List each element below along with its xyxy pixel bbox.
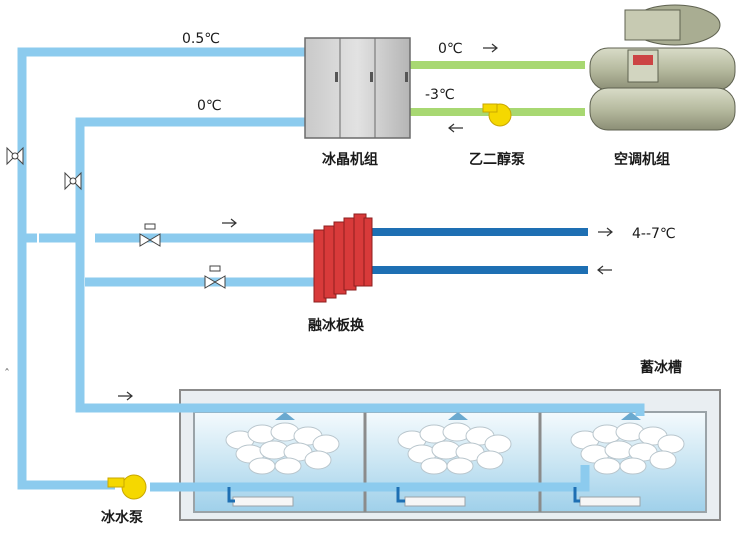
svg-text:ˆ: ˆ <box>4 367 10 381</box>
ice-ball-cluster-1 <box>225 422 340 475</box>
temp-to-ac: 0℃ <box>438 41 463 57</box>
temp-return-top: 0.5℃ <box>182 31 220 47</box>
glycol-pump-icon <box>482 103 512 127</box>
valve-icon <box>204 265 226 289</box>
flow-arrows <box>118 43 613 401</box>
arrow-right-icon <box>483 43 498 53</box>
arrow-right-icon <box>118 391 133 401</box>
ice-crystal-unit-label: 冰晶机组 <box>322 152 378 168</box>
temp-supply: 4--7℃ <box>632 226 676 242</box>
ice-tank-label: 蓄冰槽 <box>640 360 682 376</box>
ac-chiller-unit <box>589 4 736 131</box>
ice-water-pump-icon <box>107 474 147 500</box>
plate-heat-exchanger <box>313 213 373 303</box>
ac-unit-label: 空调机组 <box>614 152 670 168</box>
chilled-supply-piping <box>372 228 588 274</box>
ice-ball-cluster-3 <box>570 422 685 475</box>
temp-from-ac: -3℃ <box>425 87 455 103</box>
valve-icon <box>64 171 82 191</box>
ice-water-piping <box>17 47 645 492</box>
valve-icon <box>139 223 161 247</box>
ice-ball-cluster-2 <box>397 422 512 475</box>
arrow-right-icon <box>598 227 613 237</box>
temp-return-second: 0℃ <box>197 98 222 114</box>
strainer-risers <box>227 487 580 503</box>
plate-exchanger-label: 融冰板换 <box>308 318 364 334</box>
arrow-left-icon <box>597 265 612 275</box>
ice-crystal-unit <box>304 37 411 139</box>
arrow-left-icon <box>448 123 463 133</box>
ice-water-pump-label: 冰水泵 <box>101 510 143 526</box>
spray-heads <box>275 412 641 420</box>
valves <box>6 146 226 289</box>
glycol-pump-label: 乙二醇泵 <box>469 152 525 168</box>
valve-icon <box>6 146 24 166</box>
arrow-right-icon <box>222 218 237 228</box>
